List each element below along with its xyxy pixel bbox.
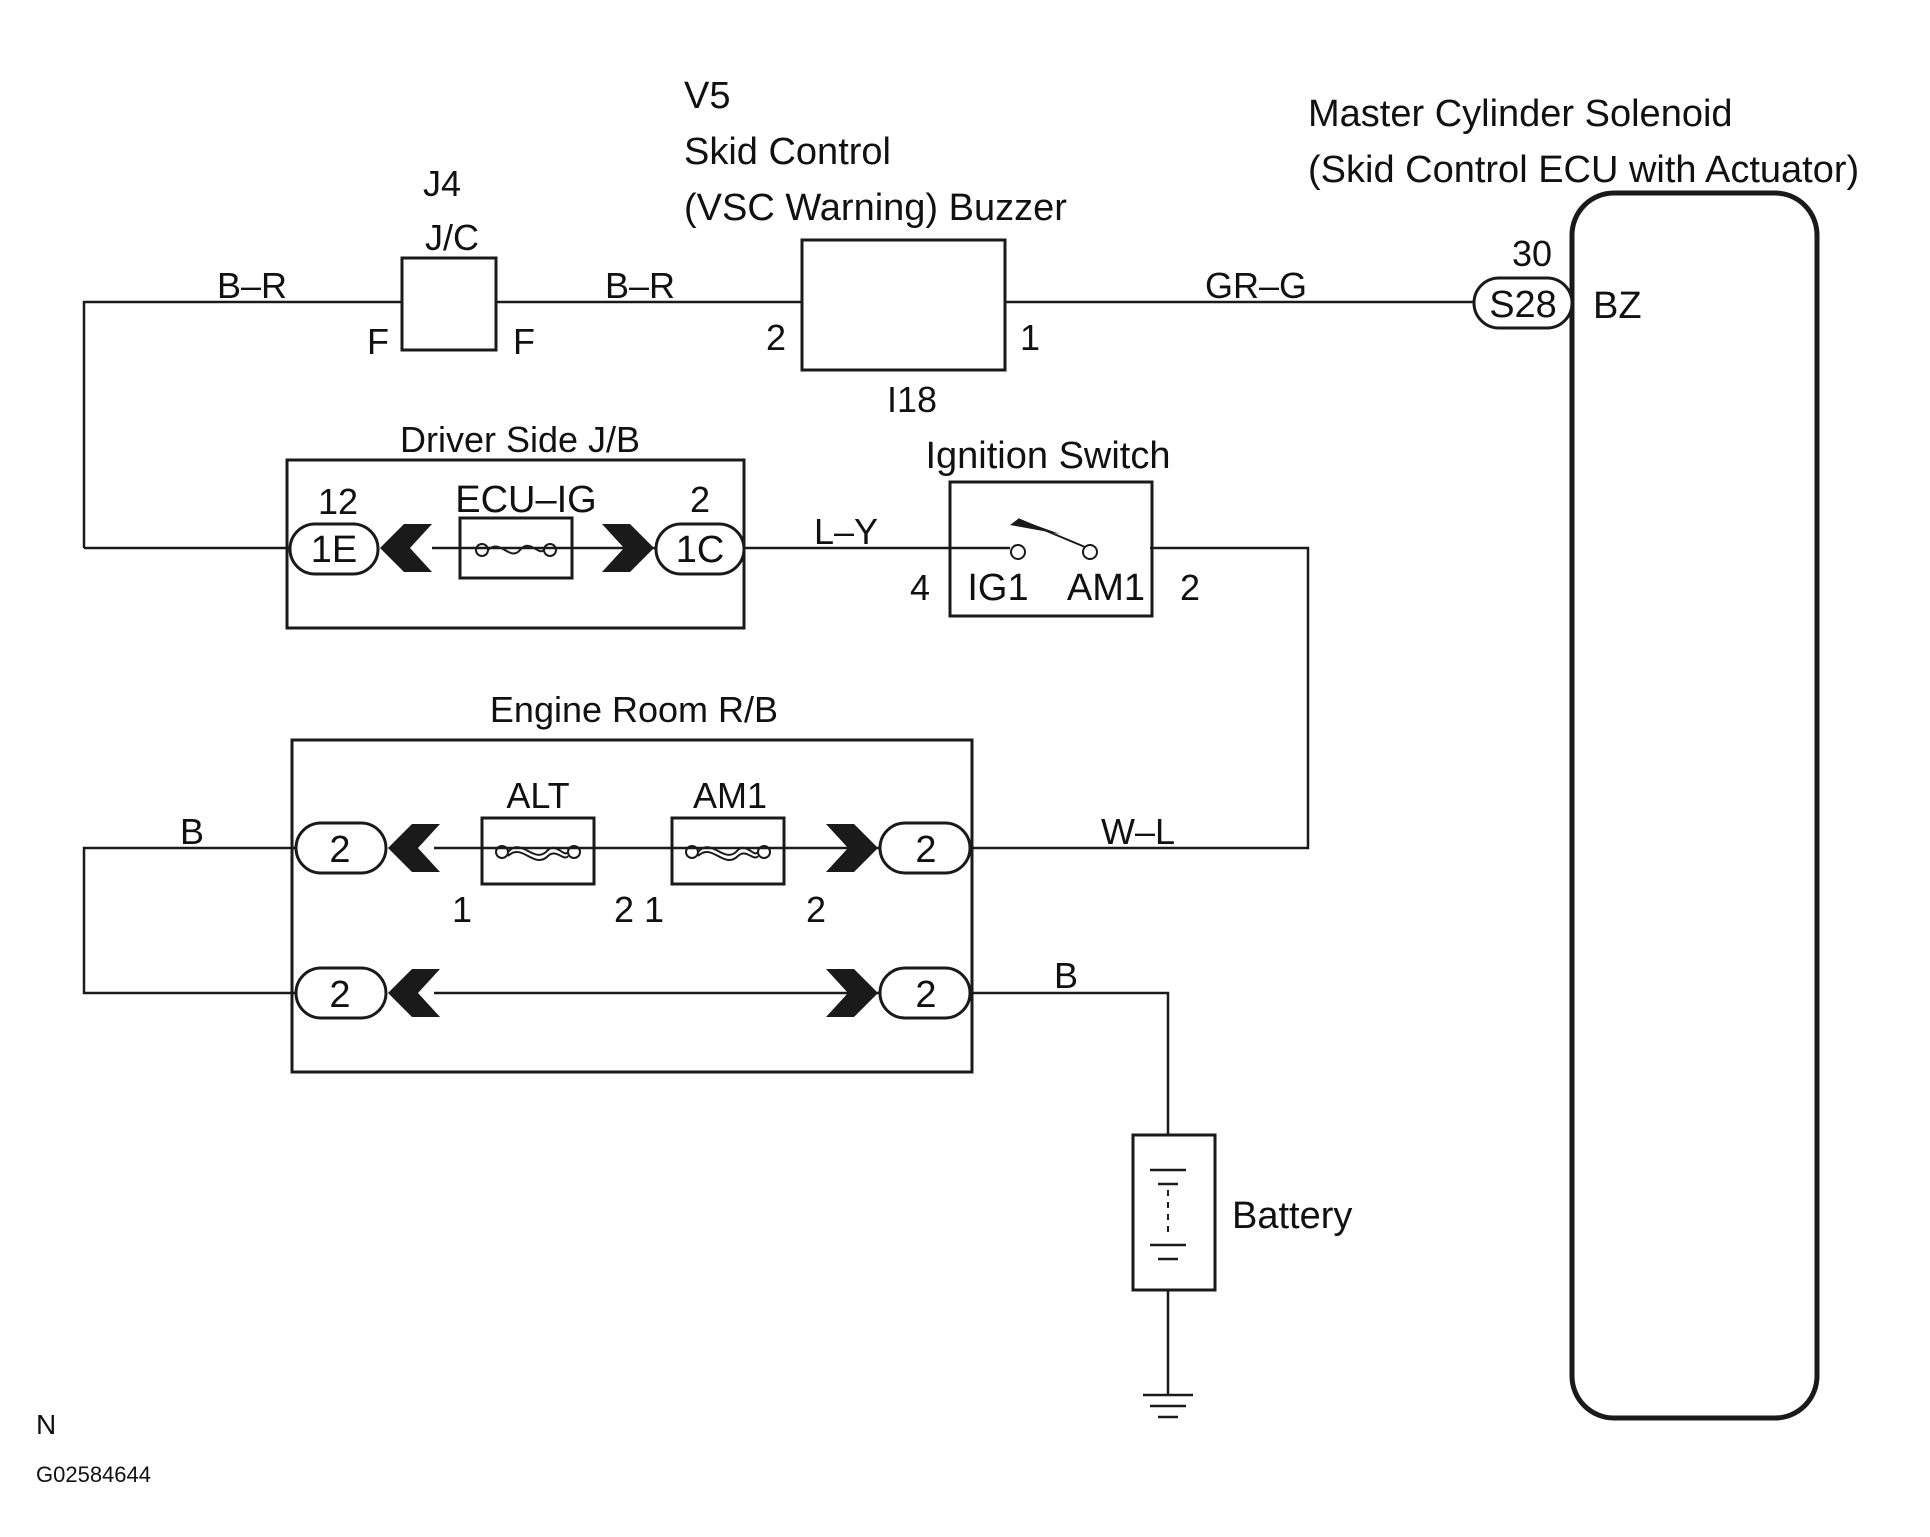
pin-jc-left: F <box>367 321 389 362</box>
ecu-box <box>1569 190 1820 1421</box>
figure-id: G02584644 <box>36 1462 151 1487</box>
label-skid-control: Skid Control <box>684 131 891 173</box>
ignition-switch-contacts <box>1010 518 1098 560</box>
connector-rb-bl-label: 2 <box>329 974 350 1016</box>
connector-rb-tl <box>294 821 388 875</box>
wire-label-b-top: B <box>180 811 204 852</box>
label-battery: Battery <box>1232 1195 1352 1237</box>
battery-box <box>1131 1133 1217 1292</box>
wire-b-bottom <box>968 991 1170 1135</box>
pin-buzzer-2: 2 <box>766 317 786 358</box>
pin-alt-2: 2 <box>614 889 634 930</box>
wire-w-l <box>968 546 1310 850</box>
wire-label-gr-g: GR–G <box>1205 265 1307 306</box>
wire-label-w-l: W–L <box>1101 811 1175 852</box>
wire-label-b-bottom: B <box>1054 955 1078 996</box>
label-engine-rb: Engine Room R/B <box>490 689 778 730</box>
label-skid-ecu: (Skid Control ECU with Actuator) <box>1308 149 1859 191</box>
battery-cells <box>1150 1168 1186 1261</box>
connector-1e <box>288 522 380 576</box>
connector-s28 <box>1472 276 1574 330</box>
label-buzzer-conn: I18 <box>887 379 937 420</box>
jc-junction-box <box>400 256 498 352</box>
label-j4: J4 <box>423 163 461 204</box>
pin-am1-1: 1 <box>644 889 664 930</box>
label-bz: BZ <box>1593 285 1642 327</box>
connector-rb-tl-label: 2 <box>329 829 350 871</box>
rb-arrow-bl <box>388 969 440 1017</box>
pin-jb-12: 12 <box>318 481 358 522</box>
label-master-cyl: Master Cylinder Solenoid <box>1308 93 1733 135</box>
ignition-switch-box <box>948 480 1154 618</box>
connector-1c-label: 1C <box>676 529 725 571</box>
label-ignition-switch: Ignition Switch <box>925 435 1170 477</box>
rb-arrow-br <box>826 969 878 1017</box>
label-am1-term: AM1 <box>1067 567 1145 609</box>
pin-jb-2: 2 <box>690 479 710 520</box>
wires <box>82 300 1474 1395</box>
connector-rb-tr-label: 2 <box>915 829 936 871</box>
label-fuse-ecu-ig: ECU–IG <box>455 479 596 521</box>
pin-am1-2: 2 <box>806 889 826 930</box>
wire-label-br-right: B–R <box>605 265 675 306</box>
label-driver-jb: Driver Side J/B <box>400 419 640 460</box>
wire-label-l-y: L–Y <box>814 511 878 552</box>
pin-alt-1: 1 <box>452 889 472 930</box>
engine-rb-box <box>290 738 974 1074</box>
connector-rb-bl <box>294 966 388 1020</box>
wire-label-br-left: B–R <box>217 265 287 306</box>
connector-1e-label: 1E <box>311 529 357 571</box>
label-v5: V5 <box>684 75 730 117</box>
pin-buzzer-1: 1 <box>1020 317 1040 358</box>
connector-s28-label: S28 <box>1489 284 1557 326</box>
connector-1c <box>654 522 746 576</box>
label-buzzer: (VSC Warning) Buzzer <box>684 187 1067 229</box>
pin-ig-4: 4 <box>910 567 930 608</box>
connector-rb-tr <box>878 821 972 875</box>
rb-arrow-tr <box>826 824 878 872</box>
ground-icon <box>1143 1393 1193 1419</box>
label-n: N <box>36 1409 56 1440</box>
label-jc: J/C <box>425 217 479 258</box>
label-fuse-alt: ALT <box>506 775 569 816</box>
wire-br-left <box>82 300 402 548</box>
rb-arrow-tl <box>388 824 440 872</box>
connector-rb-br-label: 2 <box>915 974 936 1016</box>
jb-left-arrow <box>380 524 432 572</box>
pin-jc-right: F <box>513 321 535 362</box>
label-fuse-am1: AM1 <box>693 775 767 816</box>
buzzer-box <box>800 238 1007 372</box>
label-ig1: IG1 <box>967 567 1028 609</box>
fuse-alt <box>480 816 596 886</box>
fuse-ecu-ig <box>458 516 574 580</box>
wire-b-top <box>82 846 296 995</box>
connector-rb-br <box>878 966 972 1020</box>
fuse-am1 <box>670 816 786 886</box>
pin-s28-30: 30 <box>1512 233 1552 274</box>
jb-right-arrow <box>602 524 654 572</box>
pin-ig-2: 2 <box>1180 567 1200 608</box>
